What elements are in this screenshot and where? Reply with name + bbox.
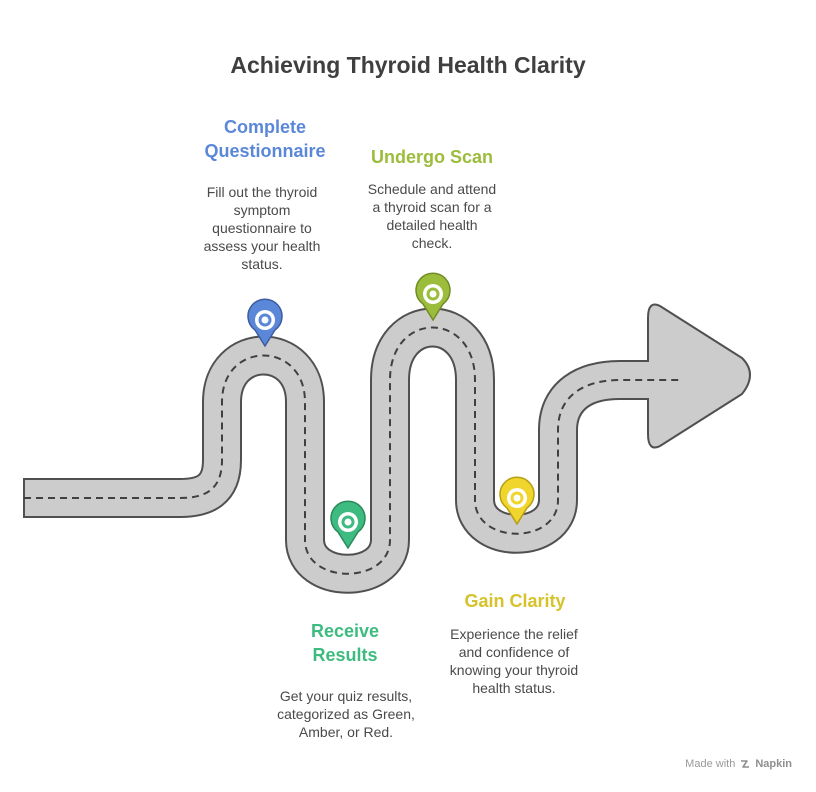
desc-line: a thyroid scan for a (372, 199, 492, 215)
road-shape (23, 303, 751, 594)
step-title-receive-results: Receive Results (265, 619, 425, 667)
step-title-undergo-scan: Undergo Scan (351, 145, 513, 169)
map-pin-icon-yellow (499, 476, 535, 526)
step-title-gain-clarity: Gain Clarity (434, 589, 596, 613)
desc-line: and confidence of (458, 644, 570, 660)
desc-line: assess your health (203, 238, 321, 254)
desc-line: health status. (472, 680, 556, 696)
desc-line: Get your quiz results, (279, 688, 413, 704)
step-title-line: Undergo Scan (370, 147, 494, 167)
page-title: Achieving Thyroid Health Clarity (230, 52, 586, 78)
desc-line: Fill out the thyroid (206, 184, 318, 200)
desc-line: Amber, or Red. (298, 724, 394, 740)
step-desc-undergo-scan: Schedule and attend a thyroid scan for a… (351, 180, 513, 252)
made-with-label: Made with (685, 758, 736, 770)
desc-line: detailed health (386, 217, 478, 233)
step-title-line: Gain Clarity (464, 591, 566, 611)
step-desc-complete-questionnaire: Fill out the thyroid symptom questionnai… (182, 183, 342, 273)
step-title-line: Receive (310, 621, 380, 641)
napkin-logo-icon (741, 760, 750, 768)
desc-line: questionnaire to (212, 220, 312, 236)
step-title-complete-questionnaire: Complete Questionnaire (180, 115, 350, 163)
desc-line: check. (411, 235, 453, 251)
napkin-brand-label: Napkin (755, 758, 792, 770)
step-title-line: Questionnaire (204, 141, 326, 161)
step-desc-gain-clarity: Experience the relief and confidence of … (424, 625, 604, 697)
desc-line: Schedule and attend (367, 181, 497, 197)
map-pin-icon-green (330, 500, 366, 550)
made-with-napkin-footer[interactable]: Made with Napkin (685, 758, 792, 770)
step-desc-receive-results: Get your quiz results, categorized as Gr… (256, 687, 436, 741)
desc-line: status. (241, 256, 283, 272)
desc-line: Experience the relief (450, 626, 578, 642)
step-title-line: Complete (223, 117, 306, 137)
map-pin-icon-olive (415, 272, 451, 322)
map-pin-icon-blue (247, 298, 283, 348)
desc-line: categorized as Green, (277, 706, 415, 722)
desc-line: knowing your thyroid (449, 662, 579, 678)
step-title-line: Results (312, 645, 378, 665)
desc-line: symptom (233, 202, 291, 218)
